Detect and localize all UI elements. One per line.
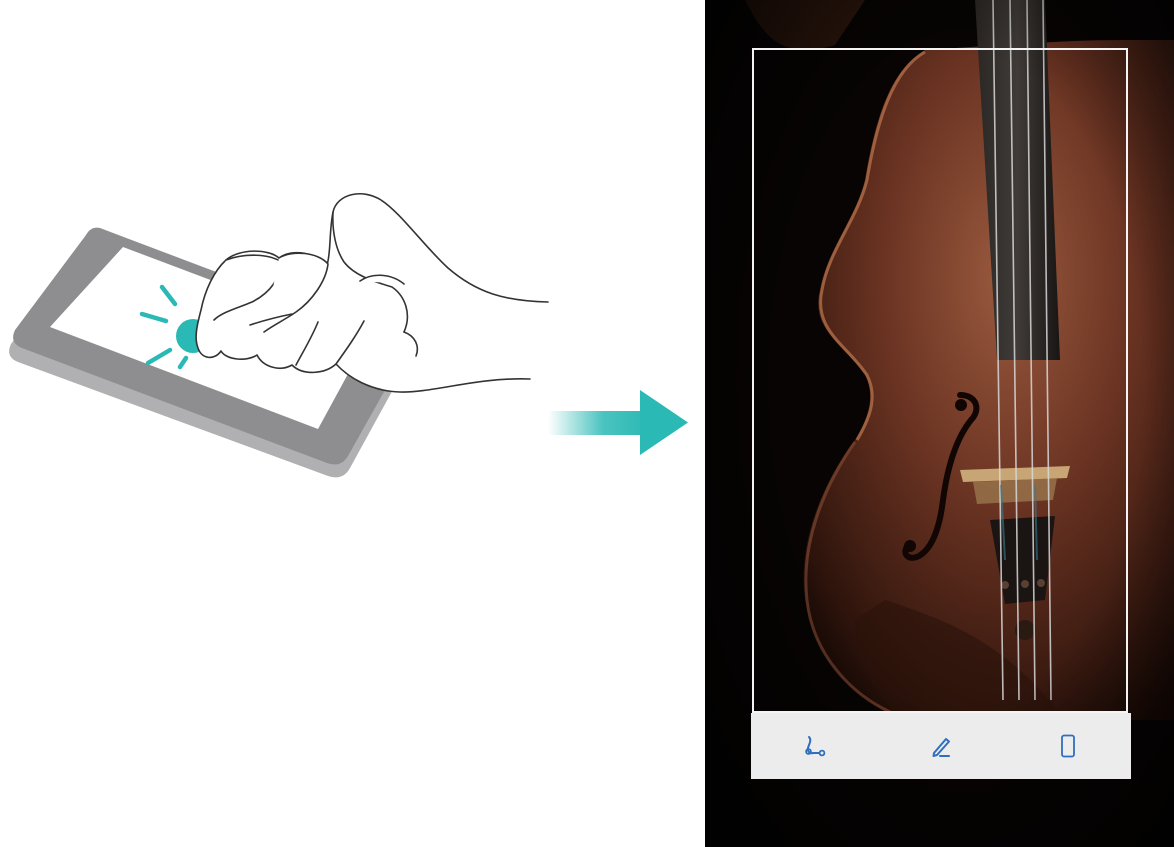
- phone-outline-icon: [1054, 732, 1082, 760]
- scrolling-screenshot-button[interactable]: [1042, 720, 1094, 772]
- screenshot-edit-toolbar: [751, 713, 1131, 779]
- knuckle-tap-illustration: [0, 150, 570, 510]
- edit-button[interactable]: [915, 720, 967, 772]
- shape-crop-button[interactable]: [788, 720, 840, 772]
- pen-icon: [927, 732, 955, 760]
- shape-crop-icon: [800, 732, 828, 760]
- phone-screen: [705, 0, 1174, 847]
- arrow-right-icon: [548, 385, 698, 460]
